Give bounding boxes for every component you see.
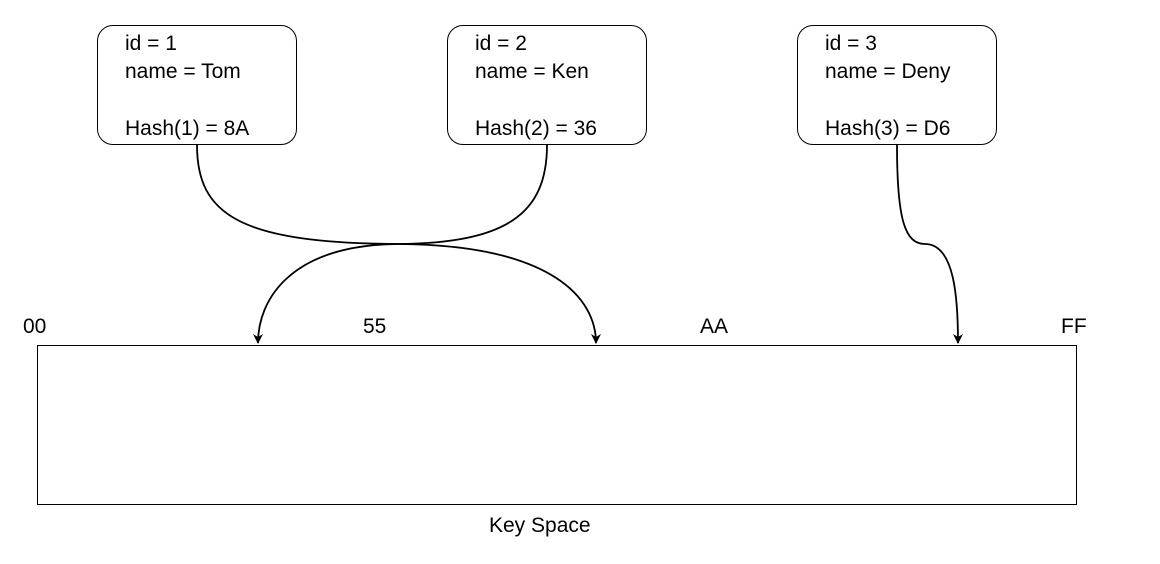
record-hash: Hash(2) = 36 xyxy=(475,117,597,140)
key-space-tick-ff: FF xyxy=(1061,315,1087,338)
arrow-record-2 xyxy=(253,144,548,344)
record-box-1: id = 1 name = Tom Hash(1) = 8A xyxy=(97,25,297,145)
record-name: name = Tom xyxy=(125,60,241,83)
record-box-2: id = 2 name = Ken Hash(2) = 36 xyxy=(447,25,647,145)
record-id: id = 2 xyxy=(475,32,527,55)
key-space-tick-aa: AA xyxy=(700,315,729,338)
key-space-tick-55: 55 xyxy=(363,315,387,338)
key-space-tick-00: 00 xyxy=(23,315,47,338)
record-hash: Hash(1) = 8A xyxy=(125,117,250,140)
key-space-bar xyxy=(37,345,1077,505)
arrow-record-3 xyxy=(896,144,963,344)
record-id: id = 3 xyxy=(825,32,877,55)
record-box-3: id = 3 name = Deny Hash(3) = D6 xyxy=(797,25,997,145)
record-id: id = 1 xyxy=(125,32,177,55)
key-space-label: Key Space xyxy=(489,514,591,537)
record-hash: Hash(3) = D6 xyxy=(825,117,951,140)
record-name: name = Ken xyxy=(475,60,589,83)
record-name: name = Deny xyxy=(825,60,951,83)
